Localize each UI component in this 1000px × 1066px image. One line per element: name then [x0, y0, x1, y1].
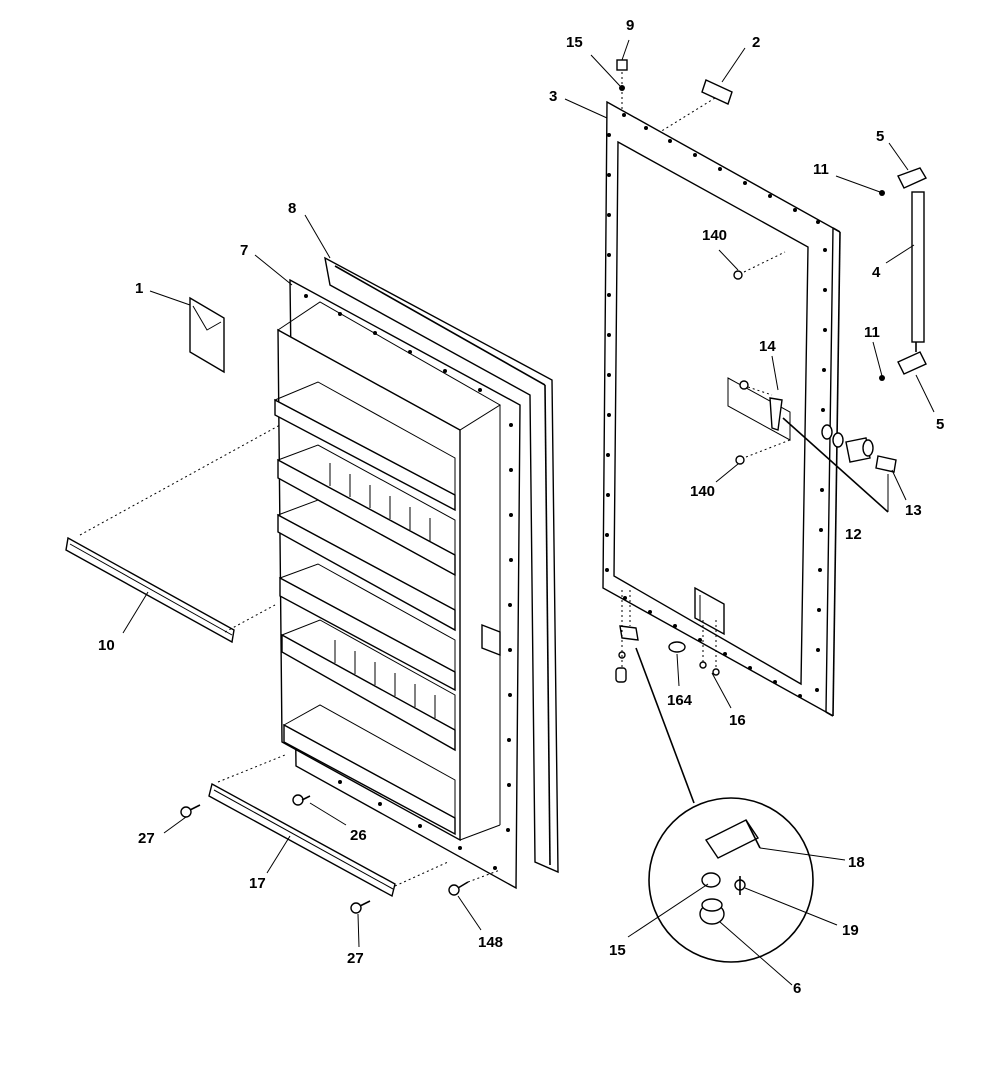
callout-11-bottom: 11 — [864, 324, 880, 341]
callout-12: 12 — [845, 526, 862, 543]
panel-holes — [605, 113, 827, 698]
callouts: 1 2 3 4 5 5 6 7 8 9 10 11 11 12 13 14 15… — [98, 17, 944, 997]
callout-2: 2 — [752, 34, 760, 51]
callout-11-top: 11 — [813, 161, 829, 178]
callout-140-upper: 140 — [702, 227, 727, 244]
shelf-bar-10 — [65, 424, 281, 644]
screw-27-lower — [350, 900, 371, 914]
callout-27-upper: 27 — [138, 830, 155, 847]
shelf-rail-6 — [282, 704, 456, 836]
callout-17: 17 — [249, 875, 266, 892]
callout-19: 19 — [842, 922, 859, 939]
door-liner — [273, 278, 521, 890]
bottom-bar-17 — [208, 754, 449, 898]
callout-3: 3 — [549, 88, 557, 105]
callout-26: 26 — [350, 827, 367, 844]
callout-4: 4 — [872, 264, 881, 281]
callout-7: 7 — [240, 242, 248, 259]
screw-140-upper — [733, 251, 786, 280]
callout-5-bottom: 5 — [936, 416, 944, 433]
callout-8: 8 — [288, 200, 296, 217]
callout-27-lower: 27 — [347, 950, 364, 967]
top-screw — [616, 59, 628, 110]
callout-164: 164 — [667, 692, 693, 709]
bottom-hardware — [615, 590, 720, 683]
shelf-rail-1 — [273, 381, 456, 512]
callout-15-detail: 15 — [609, 942, 626, 959]
callout-13: 13 — [905, 502, 922, 519]
leader-lines — [122, 39, 935, 986]
callout-14: 14 — [759, 338, 776, 355]
shelf-rail-4 — [278, 563, 456, 692]
door-gasket — [324, 256, 559, 874]
callout-6: 6 — [793, 980, 801, 997]
screw-26 — [292, 794, 311, 806]
callout-16: 16 — [729, 712, 746, 729]
callout-18: 18 — [848, 854, 865, 871]
lock-assembly — [782, 417, 897, 513]
screw-140-lower — [735, 439, 791, 465]
screw-27-upper — [180, 804, 201, 818]
callout-5-top: 5 — [876, 128, 884, 145]
callout-15-top: 15 — [566, 34, 583, 51]
label-plate — [701, 79, 733, 105]
callout-140-lower: 140 — [690, 483, 715, 500]
outer-door-panel — [602, 100, 841, 717]
callout-1: 1 — [135, 280, 143, 297]
latch-bracket — [727, 377, 791, 441]
shelf-rail-5 — [280, 619, 456, 752]
screw-148 — [448, 869, 501, 896]
callout-148: 148 — [478, 934, 503, 951]
hinge-assembly — [879, 167, 928, 381]
shelf-rail-3 — [276, 499, 456, 632]
callout-10: 10 — [98, 637, 115, 654]
detail-circle — [635, 647, 814, 963]
callout-9: 9 — [626, 17, 634, 34]
instruction-card — [189, 296, 225, 374]
